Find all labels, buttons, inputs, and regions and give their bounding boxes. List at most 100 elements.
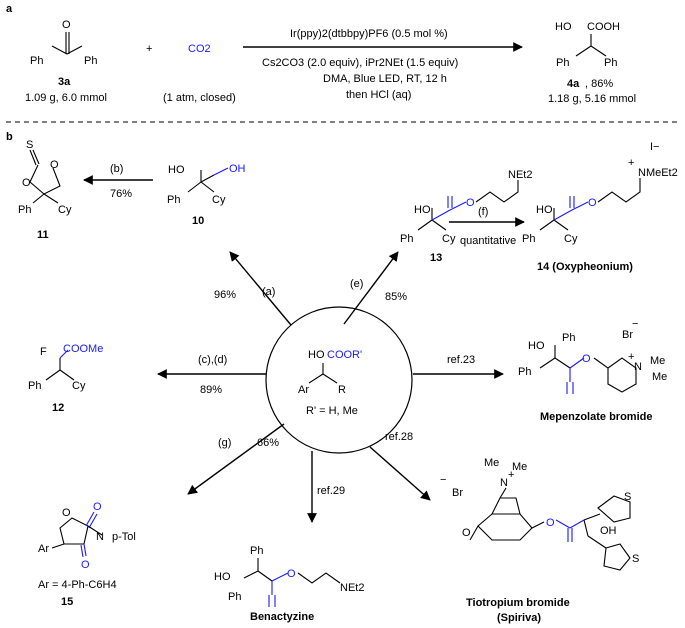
c13-number: 13 (430, 252, 442, 264)
ben-ph-1: Ph (250, 545, 263, 557)
plus-sign: + (146, 43, 152, 55)
tio-s-2: S (632, 553, 639, 565)
mep-minus: − (632, 318, 638, 330)
benactyzine: Ph HO Ph O NEt2 Benactyzine (214, 545, 364, 623)
arrow-route-a (229, 251, 292, 326)
c10-ho: HO (168, 164, 185, 176)
center-ho: HO (308, 349, 325, 361)
c11-ph: Ph (18, 204, 31, 216)
tio-name-2: (Spiriva) (497, 612, 541, 624)
tio-minus: − (440, 474, 446, 486)
ben-ho: HO (214, 571, 231, 583)
tio-me-1: Me (484, 457, 499, 469)
mep-ph-2: Ph (518, 366, 531, 378)
c11-s: S (26, 139, 33, 151)
panel-b: b HO COOR' Ar R R' = H, Me (a) 96% (e) 8… (6, 131, 678, 624)
center-coor: COOR' (327, 349, 362, 361)
c13-ho: HO (414, 204, 431, 216)
ref28-label: ref.28 (385, 431, 413, 443)
ref23-label: ref.23 (447, 354, 475, 366)
c12-f: F (40, 346, 47, 358)
condition-line-2: Cs2CO3 (2.0 equiv), iPr2NEt (1.5 equiv) (262, 57, 458, 69)
route-e-reagent: (e) (350, 278, 363, 290)
route-a-reagent: (a) (262, 286, 275, 298)
c10-cy: Cy (212, 194, 226, 206)
route-b-yield: 76% (110, 188, 132, 200)
tio-oh: OH (600, 525, 617, 537)
product-ho: HO (555, 21, 572, 33)
substituent-ph-left: Ph (30, 55, 43, 67)
mep-n: N (634, 361, 642, 373)
c13-cy: Cy (442, 233, 456, 245)
c12-ph: Ph (28, 380, 41, 392)
product-cooh: COOH (587, 21, 620, 33)
product-4a: HO COOH Ph Ph 4a , 86% 1.18 g, 5.16 mmol (548, 21, 636, 105)
arrow-route-e (343, 251, 399, 325)
c10-ph: Ph (167, 194, 180, 206)
c14-number: 14 (Oxypheonium) (537, 261, 633, 273)
c15-ar: Ar (38, 543, 49, 555)
substituent-ph-right: Ph (84, 55, 97, 67)
ben-o: O (287, 568, 296, 580)
c14-iodide: I− (650, 141, 659, 153)
c13-ph: Ph (400, 233, 413, 245)
tio-o-ester: O (546, 517, 555, 529)
route-cd-yield: 89% (200, 384, 222, 396)
route-g-reagent: (g) (218, 437, 231, 449)
route-g-yield: 66% (257, 437, 279, 449)
c15-n: N (96, 531, 104, 543)
c15-o-bottom: O (81, 559, 90, 571)
ref29-label: ref.29 (317, 485, 345, 497)
compound-11: S O O Ph Cy 11 (18, 139, 72, 241)
c11-o-ring: O (50, 159, 59, 171)
c10-oh: OH (229, 163, 246, 175)
tio-me-2: Me (512, 461, 527, 473)
product-ph-1: Ph (556, 57, 569, 69)
compound-14: HO O NMeEt2 + I− Ph Cy 14 (Oxypheonium) (522, 141, 678, 273)
mep-ho: HO (528, 340, 545, 352)
route-f-reagent: (f) (478, 206, 488, 218)
tiotropium-bromide: Me Me N + Br − O O OH S S Tiotropium bro… (440, 457, 639, 624)
arrow-route-g (187, 423, 285, 495)
c15-o-ring: O (62, 507, 71, 519)
ben-name: Benactyzine (250, 611, 314, 623)
co2-note: (1 atm, closed) (163, 92, 236, 104)
c14-o: O (588, 197, 597, 209)
product-yield: , 86% (585, 78, 613, 90)
center-circle (265, 306, 413, 454)
ben-net2: NEt2 (340, 582, 364, 594)
tio-o-epoxide: O (462, 527, 471, 539)
c14-ho: HO (536, 204, 553, 216)
route-f-yield: quantitative (460, 235, 516, 247)
c12-number: 12 (52, 402, 64, 414)
c15-substituent-note: Ar = 4-Ph-C6H4 (38, 579, 117, 591)
c11-o-left: O (22, 177, 31, 189)
c12-coome: COOMe (63, 343, 103, 355)
tio-plus: + (508, 469, 514, 481)
mep-me-2: Me (652, 371, 667, 383)
tio-s-1: S (624, 491, 631, 503)
c15-number: 15 (61, 596, 73, 608)
c11-number: 11 (37, 229, 49, 241)
compound-10: HO OH Ph Cy 10 (167, 163, 246, 227)
compound-13: HO O NEt2 Ph Cy 13 (400, 169, 532, 264)
c11-cy: Cy (58, 204, 72, 216)
mep-o: O (582, 353, 591, 365)
c14-nmeet2: NMeEt2 (638, 167, 678, 179)
panel-a: a O Ph Ph 3a 1.09 g, 6.0 mmol + CO2 (1 a… (6, 3, 636, 105)
tio-name-1: Tiotropium bromide (466, 597, 570, 609)
c14-plus: + (628, 157, 634, 169)
route-cd-reagent: (c),(d) (198, 354, 227, 366)
product-ph-2: Ph (604, 57, 617, 69)
product-amount: 1.18 g, 5.16 mmol (548, 93, 636, 105)
center-substrate: HO COOR' Ar R R' = H, Me (265, 306, 413, 454)
panel-b-label: b (6, 131, 13, 143)
route-a-yield: 96% (214, 289, 236, 301)
mep-name: Mepenzolate bromide (540, 411, 652, 423)
condition-line-4: then HCl (aq) (346, 89, 411, 101)
c15-o-top: O (93, 501, 102, 513)
co2-label: CO2 (188, 43, 211, 55)
c14-ph: Ph (522, 233, 535, 245)
mep-plus: + (628, 351, 634, 363)
c15-ptol: p-Tol (112, 531, 136, 543)
